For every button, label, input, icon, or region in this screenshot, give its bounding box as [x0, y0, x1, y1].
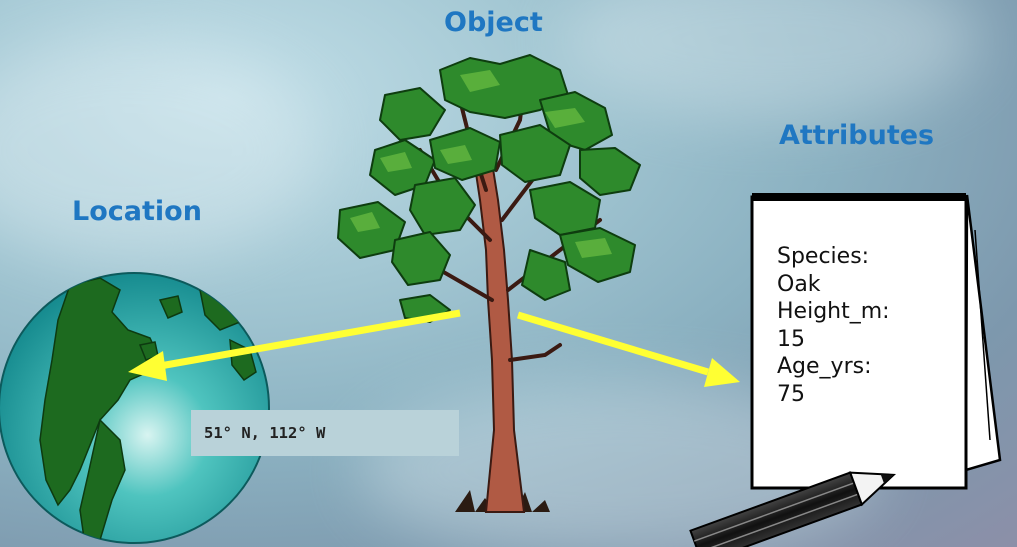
attribute-line: 15 — [777, 326, 805, 352]
attribute-line: Species: — [777, 244, 870, 269]
notepad-icon — [750, 193, 1002, 490]
attributes-heading: Attributes — [779, 120, 935, 151]
attribute-line: 75 — [777, 381, 805, 407]
attributes-arrow — [516, 311, 740, 387]
globe-icon — [0, 272, 270, 544]
attribute-line: Age_yrs: — [777, 354, 872, 379]
location-arrow — [128, 309, 461, 381]
background-cloud — [0, 40, 320, 260]
attribute-line: Oak — [777, 271, 821, 297]
pencil-icon — [689, 471, 897, 547]
object-heading: Object — [444, 7, 543, 38]
attribute-line: Height_m: — [777, 299, 890, 324]
attributes-card-text: Species: Oak Height_m: 15 Age_yrs: 75 — [777, 243, 947, 408]
coordinates-label: 51° N, 112° W — [191, 410, 459, 456]
location-heading: Location — [72, 196, 202, 227]
coordinates-text: 51° N, 112° W — [204, 424, 326, 442]
